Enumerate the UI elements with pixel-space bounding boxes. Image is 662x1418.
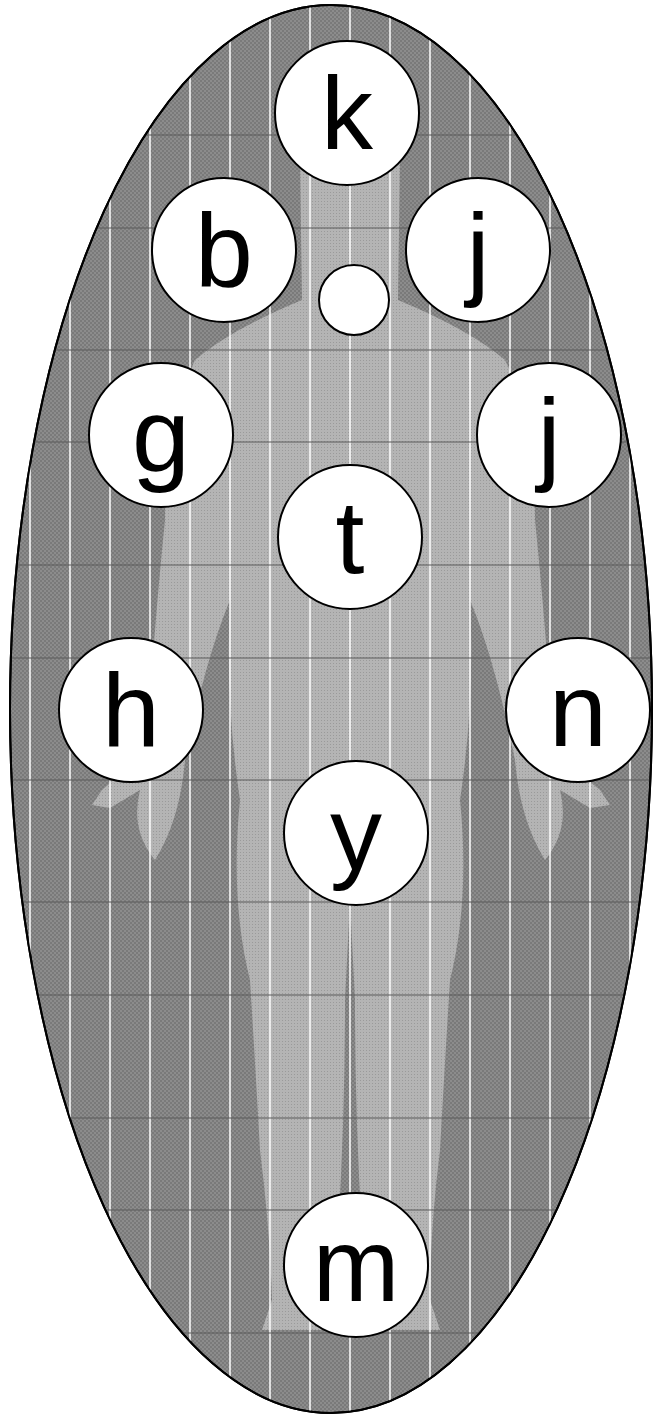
letter-circle: y <box>283 760 429 906</box>
node-letter: j <box>466 198 489 302</box>
node-letter: h <box>102 658 160 762</box>
node-letter: b <box>195 198 253 302</box>
letter-circle: t <box>277 464 423 610</box>
letter-circle: m <box>283 1192 429 1338</box>
node-letter: n <box>549 658 607 762</box>
letter-circle: g <box>88 362 234 508</box>
letter-circle: b <box>151 177 297 323</box>
node-letter: k <box>321 61 373 165</box>
letter-circle: j <box>405 177 551 323</box>
letter-circle: k <box>274 40 420 186</box>
node-letter: j <box>537 383 560 487</box>
letter-circle: h <box>58 637 204 783</box>
node-letter: t <box>336 485 365 589</box>
node-letter: y <box>330 781 382 885</box>
node-letter: m <box>313 1213 400 1317</box>
neck-point <box>319 265 389 335</box>
letter-circle: n <box>505 637 651 783</box>
letter-circle: j <box>476 362 622 508</box>
node-letter: g <box>132 383 190 487</box>
